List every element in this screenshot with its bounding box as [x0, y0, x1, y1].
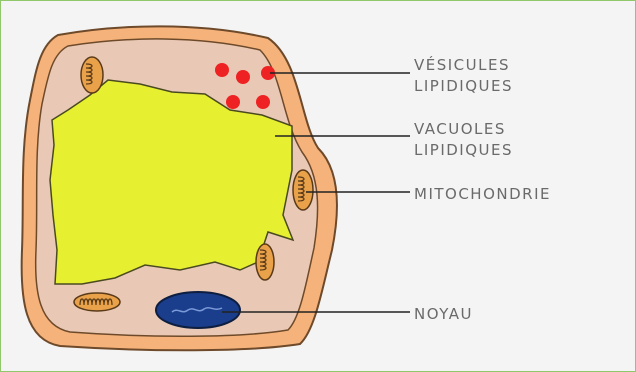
label-vacuoles-line2: LIPIDIQUES	[414, 140, 513, 161]
mitochondrion-bottom-left	[74, 293, 120, 311]
label-mitochondrie-text: MITOCHONDRIE	[414, 184, 551, 205]
label-vesicules-lipidiques: VÉSICULES LIPIDIQUES	[414, 55, 513, 97]
mitochondrion-right	[293, 170, 313, 210]
lipid-vesicle	[215, 63, 229, 77]
lipid-vesicle	[256, 95, 270, 109]
label-noyau: NOYAU	[414, 304, 473, 325]
label-vacuoles-line1: VACUOLES	[414, 119, 513, 140]
label-mitochondrie: MITOCHONDRIE	[414, 184, 551, 205]
mitochondrion-top-left	[81, 57, 103, 93]
label-vesicules-line2: LIPIDIQUES	[414, 76, 513, 97]
lipid-vesicle	[226, 95, 240, 109]
label-vesicules-line1: VÉSICULES	[414, 55, 513, 76]
lipid-vesicle	[236, 70, 250, 84]
label-noyau-text: NOYAU	[414, 304, 473, 325]
label-vacuoles-lipidiques: VACUOLES LIPIDIQUES	[414, 119, 513, 161]
mitochondrion-lower-right	[256, 244, 274, 280]
